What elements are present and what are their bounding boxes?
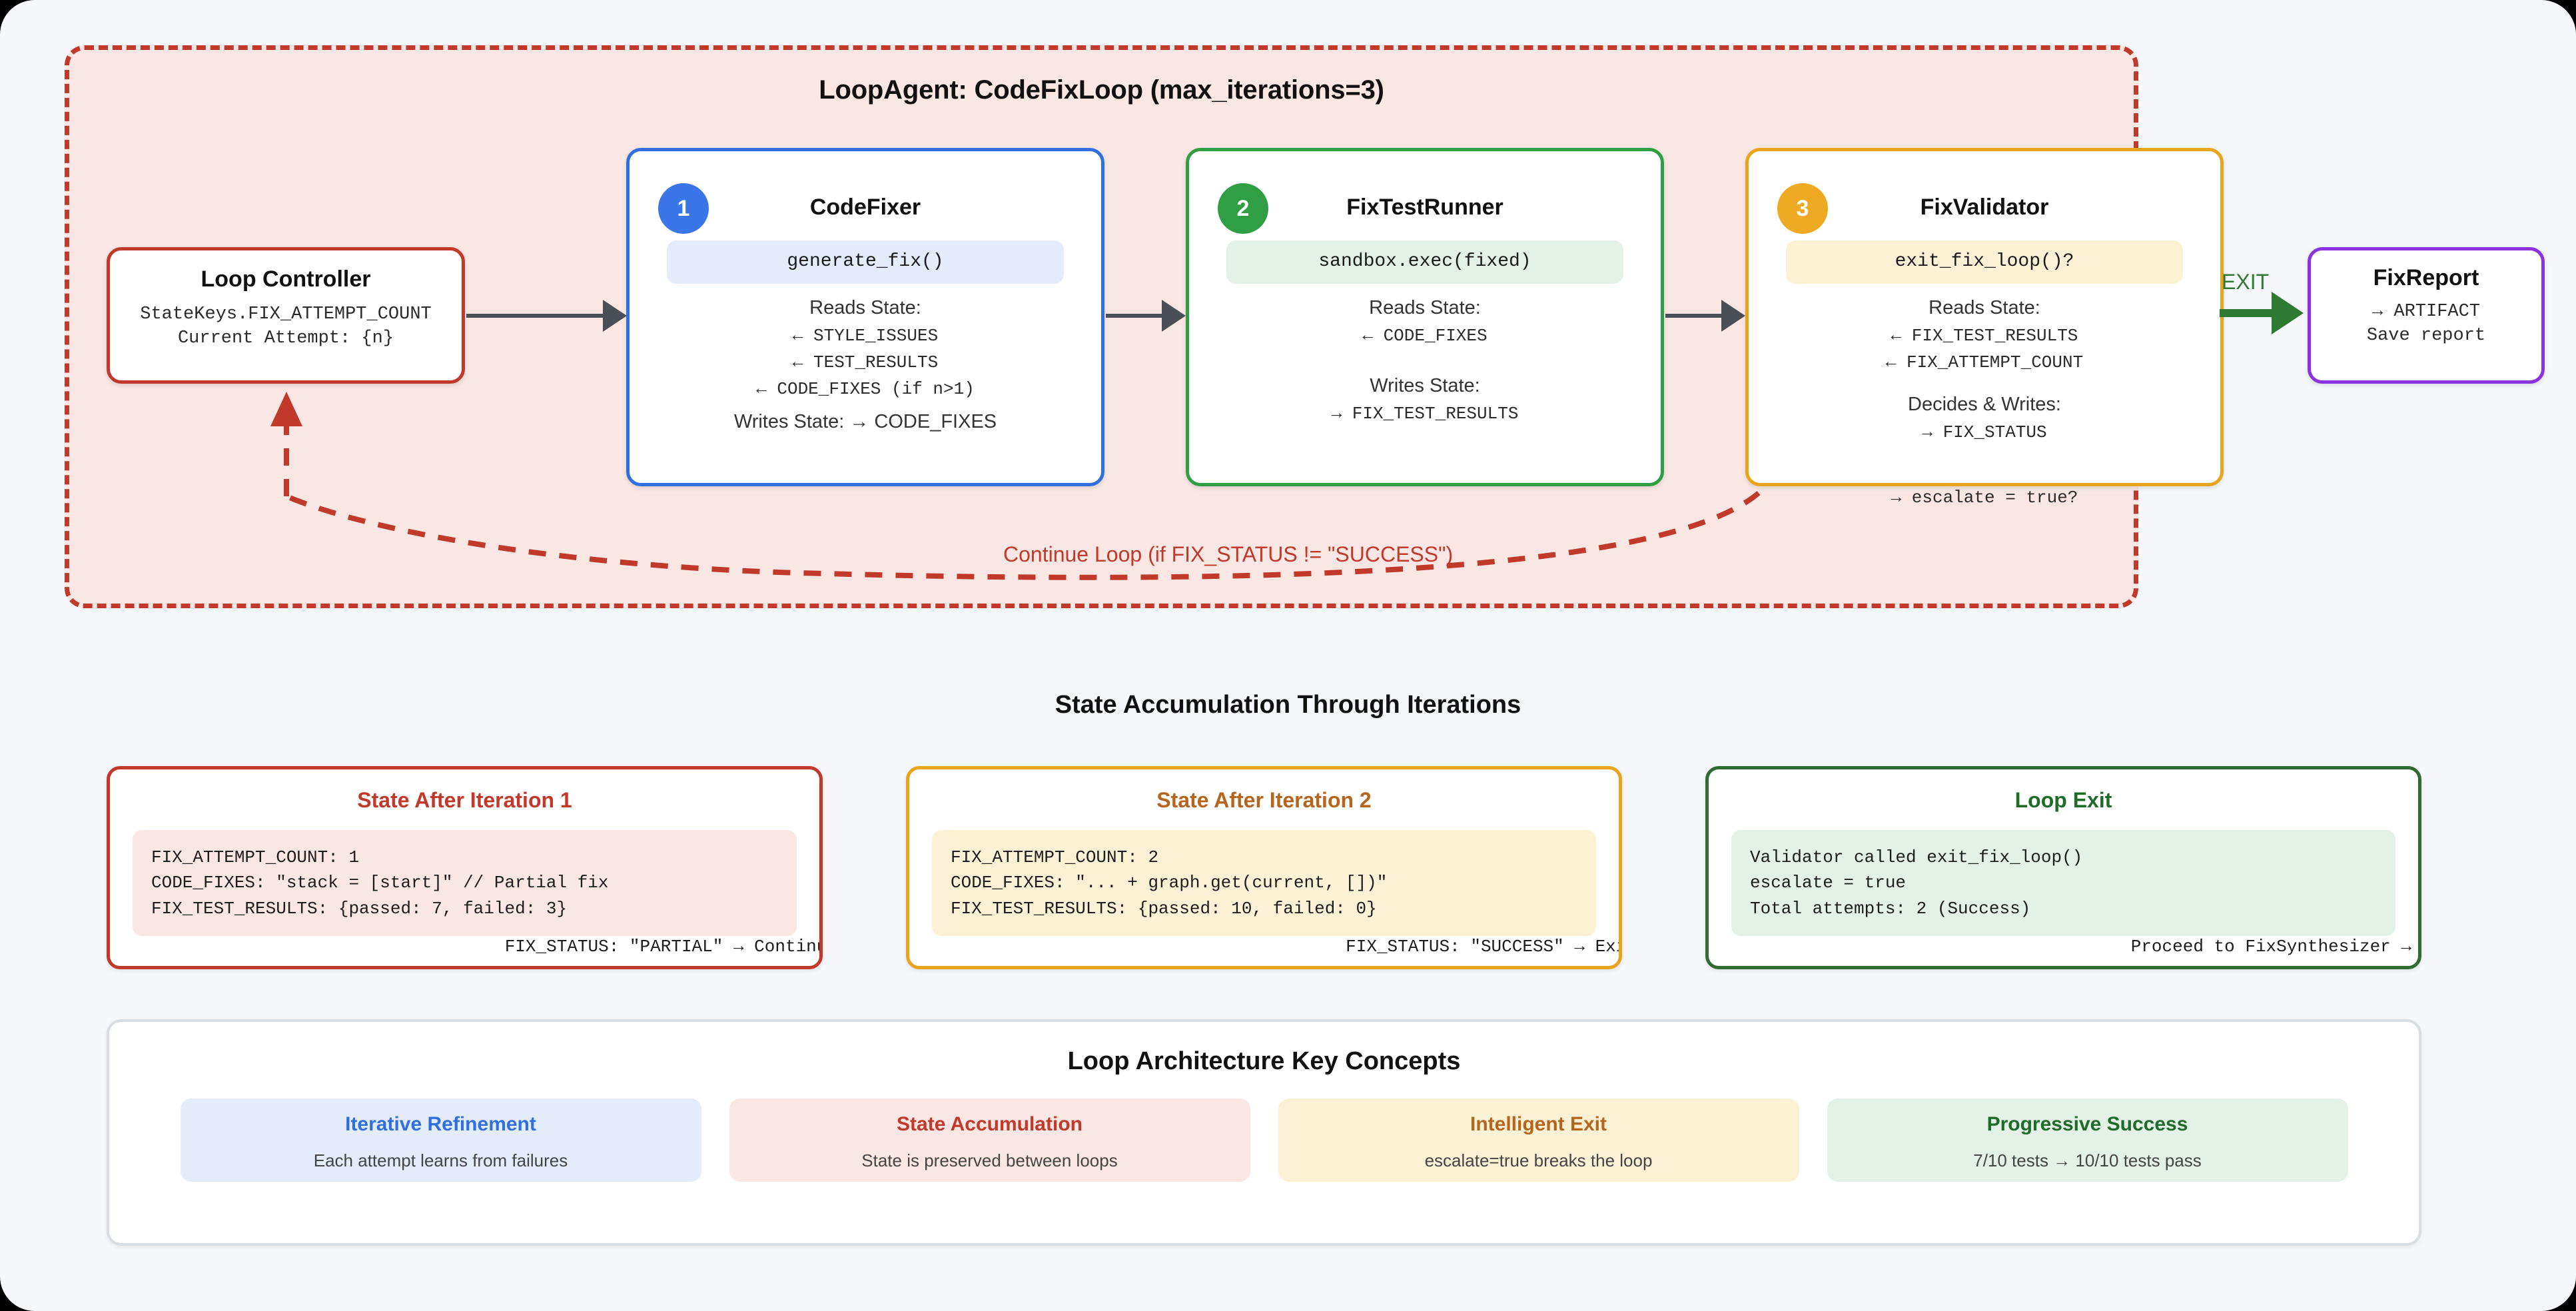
state-card-3-body: Validator called exit_fix_loop() escalat… <box>1731 830 2395 937</box>
state-card-3-line-1: escalate = true <box>1750 873 1907 893</box>
state-card-2-title: State After Iteration 2 <box>1156 788 1372 812</box>
state-card-iteration-2[interactable]: State After Iteration 2 FIX_ATTEMPT_COUN… <box>906 766 1622 969</box>
state-section-heading: State Accumulation Through Iterations <box>1055 691 1521 719</box>
state-card-iteration-1[interactable]: State After Iteration 1 FIX_ATTEMPT_COUN… <box>107 766 823 969</box>
step-badge-3: 3 <box>1777 183 1828 234</box>
fix-validator-write-0: → FIX_STATUS <box>1922 422 2047 442</box>
arrow-codefixer-to-testrunner-head <box>1162 300 1186 332</box>
fix-validator-reads-label: Reads State: <box>1929 297 2040 318</box>
key-concepts-panel: Loop Architecture Key Concepts Iterative… <box>107 1019 2421 1246</box>
exit-label: EXIT <box>2222 270 2270 294</box>
fix-validator-method-chip: exit_fix_loop()? <box>1786 240 2183 284</box>
arrow-testrunner-to-validator-line <box>1665 314 1724 318</box>
state-card-3-line-2: Total attempts: 2 (Success) <box>1750 898 2031 919</box>
arrow-controller-to-codefixer-head <box>603 300 627 332</box>
code-fixer-method-chip: generate_fix() <box>667 240 1064 284</box>
concept-0-desc: Each attempt learns from failures <box>313 1150 568 1170</box>
arrow-testrunner-to-validator-head <box>1721 300 1745 332</box>
concept-state-accumulation[interactable]: State Accumulation State is preserved be… <box>729 1098 1250 1182</box>
fix-test-runner-node[interactable]: 2 FixTestRunner sandbox.exec(fixed) Read… <box>1186 148 1664 486</box>
state-card-2-line-2: FIX_TEST_RESULTS: {passed: 10, failed: 0… <box>951 898 1377 919</box>
fix-validator-writes-label: Decides & Writes: <box>1908 394 2061 415</box>
fix-test-runner-read-0: ← CODE_FIXES <box>1362 326 1488 346</box>
fix-validator-escalate-line: → escalate = true? <box>1891 488 2078 508</box>
fix-report-save: Save report <box>2366 326 2486 346</box>
state-card-1-title: State After Iteration 1 <box>357 788 572 812</box>
concept-3-title: Progressive Success <box>1986 1113 2188 1135</box>
concept-1-title: State Accumulation <box>897 1113 1082 1135</box>
fix-test-runner-title: FixTestRunner <box>1346 195 1503 220</box>
arrow-codefixer-to-testrunner-line <box>1106 314 1164 318</box>
state-card-1-line-1: CODE_FIXES: "stack = [start]" // Partial… <box>151 873 609 893</box>
concept-0-title: Iterative Refinement <box>345 1113 536 1135</box>
fix-validator-node[interactable]: 3 FixValidator exit_fix_loop()? Reads St… <box>1745 148 2224 486</box>
step-badge-1: 1 <box>658 183 709 234</box>
arrow-exit-head <box>2272 292 2304 334</box>
state-card-3-footer: Proceed to FixSynthesizer → <box>2130 937 2411 957</box>
state-card-1-footer: FIX_STATUS: "PARTIAL" → Continue loop <box>504 937 819 957</box>
state-card-2-footer: FIX_STATUS: "SUCCESS" → Exit loop <box>1346 937 1619 957</box>
loop-title: LoopAgent: CodeFixLoop (max_iterations=3… <box>819 75 1384 105</box>
fix-report-title: FixReport <box>2373 265 2479 290</box>
loop-controller-attempt: Current Attempt: {n} <box>177 328 394 348</box>
concept-progressive-success[interactable]: Progressive Success 7/10 tests → 10/10 t… <box>1827 1098 2348 1182</box>
concept-iterative-refinement[interactable]: Iterative Refinement Each attempt learns… <box>180 1098 701 1182</box>
fix-test-runner-method-chip: sandbox.exec(fixed) <box>1226 240 1623 284</box>
code-fixer-title: CodeFixer <box>809 195 921 220</box>
state-card-1-body: FIX_ATTEMPT_COUNT: 1 CODE_FIXES: "stack … <box>133 830 797 937</box>
fix-test-runner-writes-label: Writes State: <box>1370 375 1480 396</box>
key-concepts-title: Loop Architecture Key Concepts <box>1067 1047 1461 1075</box>
code-fixer-reads-label: Reads State: <box>809 297 921 318</box>
loop-controller-title: Loop Controller <box>201 266 371 292</box>
state-card-2-line-1: CODE_FIXES: "... + graph.get(current, []… <box>951 873 1388 893</box>
code-fixer-read-2: ← CODE_FIXES (if n>1) <box>756 379 975 399</box>
loop-controller-statekey: StateKeys.FIX_ATTEMPT_COUNT <box>140 304 432 324</box>
loop-controller-node[interactable]: Loop Controller StateKeys.FIX_ATTEMPT_CO… <box>107 247 465 384</box>
fix-validator-read-0: ← FIX_TEST_RESULTS <box>1891 326 2078 346</box>
concept-2-desc: escalate=true breaks the loop <box>1424 1150 1653 1170</box>
fix-test-runner-write-0: → FIX_TEST_RESULTS <box>1331 404 1519 424</box>
step-badge-2: 2 <box>1218 183 1268 234</box>
concept-intelligent-exit[interactable]: Intelligent Exit escalate=true breaks th… <box>1278 1098 1799 1182</box>
continue-loop-label: Continue Loop (if FIX_STATUS != "SUCCESS… <box>1003 542 1454 566</box>
code-fixer-writes-line: Writes State: → CODE_FIXES <box>733 411 997 432</box>
state-card-2-line-0: FIX_ATTEMPT_COUNT: 2 <box>951 847 1159 867</box>
code-fixer-node[interactable]: 1 CodeFixer generate_fix() Reads State: … <box>626 148 1104 486</box>
fix-report-node[interactable]: FixReport → ARTIFACT Save report <box>2308 247 2545 384</box>
concept-2-title: Intelligent Exit <box>1470 1113 1607 1135</box>
key-concepts-row: Iterative Refinement Each attempt learns… <box>109 1098 2419 1182</box>
code-fixer-read-0: ← STYLE_ISSUES <box>792 326 939 346</box>
arrow-controller-to-codefixer-line <box>466 314 606 318</box>
concept-1-desc: State is preserved between loops <box>861 1150 1118 1170</box>
code-fixer-read-1: ← TEST_RESULTS <box>792 352 939 372</box>
concept-3-desc: 7/10 tests → 10/10 tests pass <box>1973 1150 2202 1170</box>
state-card-1-line-2: FIX_TEST_RESULTS: {passed: 7, failed: 3} <box>151 898 568 919</box>
fix-validator-title: FixValidator <box>1920 195 2049 220</box>
state-card-loop-exit[interactable]: Loop Exit Validator called exit_fix_loop… <box>1705 766 2421 969</box>
state-card-3-title: Loop Exit <box>2014 788 2112 812</box>
state-card-3-line-0: Validator called exit_fix_loop() <box>1750 847 2083 867</box>
arrow-exit-line <box>2220 309 2274 317</box>
state-card-1-line-0: FIX_ATTEMPT_COUNT: 1 <box>151 847 360 867</box>
fix-report-artifact: → ARTIFACT <box>2371 302 2481 322</box>
fix-test-runner-reads-label: Reads State: <box>1369 297 1481 318</box>
state-card-2-body: FIX_ATTEMPT_COUNT: 2 CODE_FIXES: "... + … <box>932 830 1596 937</box>
fix-validator-read-1: ← FIX_ATTEMPT_COUNT <box>1885 352 2084 372</box>
